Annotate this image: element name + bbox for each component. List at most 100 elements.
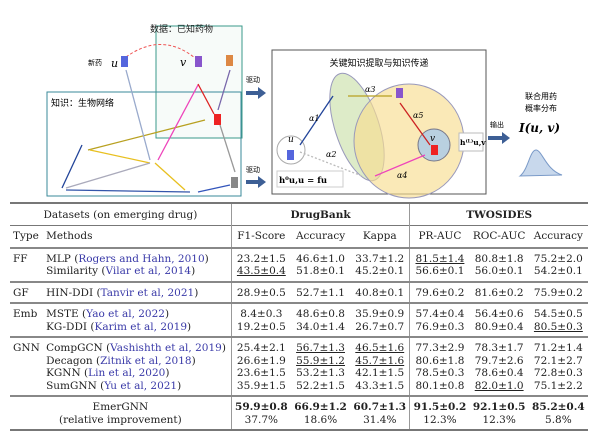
method-cell: Decagon (Zitnik et al, 2018) (46, 354, 196, 367)
type-cell: GF (10, 280, 44, 303)
value-cell: 76.9±0.3 (409, 320, 470, 337)
value-cell: 81.6±0.2 (469, 280, 529, 303)
metric-header: Kappa (350, 225, 410, 248)
drive-arrow-1 (246, 87, 266, 99)
method-cell: HIN-DDI (Tanvir et al, 2021) (43, 280, 232, 303)
value-cell: 82.0±1.0 (474, 379, 524, 392)
data-box-label: 数据：已知药物 (150, 23, 213, 35)
method-reference: Rogers and Hahn, 2010 (78, 252, 205, 265)
value-cell: 48.6±0.8 (290, 302, 351, 321)
method-name: HIN-DDI (46, 286, 94, 299)
metric-header: F1-Score (230, 225, 291, 248)
value-cell: 56.7±1.3 (290, 336, 351, 355)
value-cell: 72.1±2.7 (533, 354, 583, 367)
method-name: KGNN (46, 367, 81, 379)
drive-label-2: 驱动 (246, 165, 260, 174)
value-cell: 35.9±1.5 (230, 379, 291, 396)
alpha-3: α3 (365, 85, 376, 94)
value-cell: 71.2±1.4 (528, 336, 588, 355)
value-cell: 77.3±2.9 (409, 336, 470, 355)
knowledge-box-label: 知识：生物网络 (51, 97, 114, 109)
value-cell: 78.6±0.4 (474, 367, 524, 379)
v-label: v (180, 56, 187, 69)
type-cell (10, 321, 43, 338)
value-cell: 42.1±1.5 (355, 367, 405, 379)
value-cell: 34.0±1.4 (296, 320, 345, 333)
drug-icons (121, 55, 238, 188)
value-cell: 23.6±1.5 (230, 367, 291, 380)
type-cell (10, 265, 43, 282)
value-cell: 79.6±0.2 (409, 280, 470, 303)
drive-arrow-2 (246, 176, 266, 188)
type-cell (10, 367, 43, 380)
h0-formula: h⁰u,u = fu (279, 176, 327, 186)
value-cell: 43.5±0.4 (230, 265, 291, 282)
network-edges (61, 69, 236, 193)
value-cell: 51.8±0.1 (296, 265, 345, 277)
value-cell: 52.7±1.1 (290, 280, 351, 303)
emergnn-value: 59.9±0.8 (230, 395, 291, 414)
value-cell: 56.4±0.6 (469, 302, 529, 321)
u-label: u (111, 57, 118, 70)
methods-header: Methods (43, 225, 232, 248)
method-reference: Tanvir et al, 2021 (100, 286, 195, 299)
emergnn-name: EmerGNN (10, 395, 232, 414)
value-cell: 80.9±0.4 (474, 320, 524, 333)
value-cell: 23.2±1.5 (230, 246, 291, 265)
center-v: v (430, 134, 435, 144)
type-cell (10, 380, 43, 397)
result-formula: I(u, v) (518, 121, 560, 135)
improvement-value: 18.6% (290, 413, 351, 431)
type-cell: FF (10, 246, 44, 265)
value-cell: 72.8±0.3 (533, 367, 583, 379)
data-box (155, 25, 243, 139)
method-name: MLP (46, 252, 71, 265)
method-name: MSTE (46, 308, 79, 320)
metric-header: Accuracy (528, 225, 588, 248)
probability-curve (518, 149, 563, 177)
value-cell: 54.5±0.5 (528, 302, 588, 321)
value-cell: 45.2±0.1 (355, 265, 405, 277)
type-cell: GNN (10, 336, 44, 355)
value-cell: 80.1±0.8 (409, 379, 470, 396)
metric-header: PR-AUC (409, 225, 470, 248)
drive-label-1: 驱动 (246, 75, 260, 84)
value-cell: 80.8±1.8 (469, 246, 529, 265)
improvement-value: 12.3% (469, 413, 529, 431)
new-drug-label: 新药 (88, 58, 102, 67)
value-cell: 46.6±1.0 (290, 246, 351, 265)
emergnn-value: 85.2±0.4 (528, 395, 588, 414)
alpha-5: α5 (413, 111, 424, 120)
value-cell: 26.6±1.9 (230, 354, 291, 367)
method-cell: Similarity (Vilar et al, 2014) (46, 265, 196, 277)
value-cell: 25.4±2.1 (230, 336, 291, 355)
knowledge-box (46, 91, 242, 197)
method-diagram: 数据：已知药物 新药 u v 知识：生物网络 驱动 驱动 关键知识提取与知识传递… (46, 23, 563, 199)
method-cell: MSTE (Yao et al, 2022) (43, 302, 232, 321)
value-cell: 43.3±1.5 (355, 379, 405, 392)
result-label-1: 联合用药 (525, 91, 557, 101)
alpha-1: α1 (309, 114, 320, 123)
value-cell: 40.8±0.1 (350, 280, 410, 303)
method-cell: SumGNN (Yu et al, 2021) (46, 379, 182, 392)
output-label: 输出 (490, 120, 504, 129)
improvement-value: 37.7% (230, 413, 291, 431)
value-cell: 78.3±1.7 (469, 336, 529, 355)
emergnn-value: 66.9±1.2 (290, 395, 351, 414)
improvement-value: 12.3% (409, 413, 470, 431)
alpha-2: α2 (326, 150, 337, 159)
method-name: Similarity (46, 265, 99, 277)
value-cell: 75.2±2.0 (528, 246, 588, 265)
value-cell: 80.5±0.3 (533, 320, 583, 333)
value-cell: 75.9±0.2 (528, 280, 588, 303)
method-reference: Yao et al, 2022 (86, 308, 165, 320)
